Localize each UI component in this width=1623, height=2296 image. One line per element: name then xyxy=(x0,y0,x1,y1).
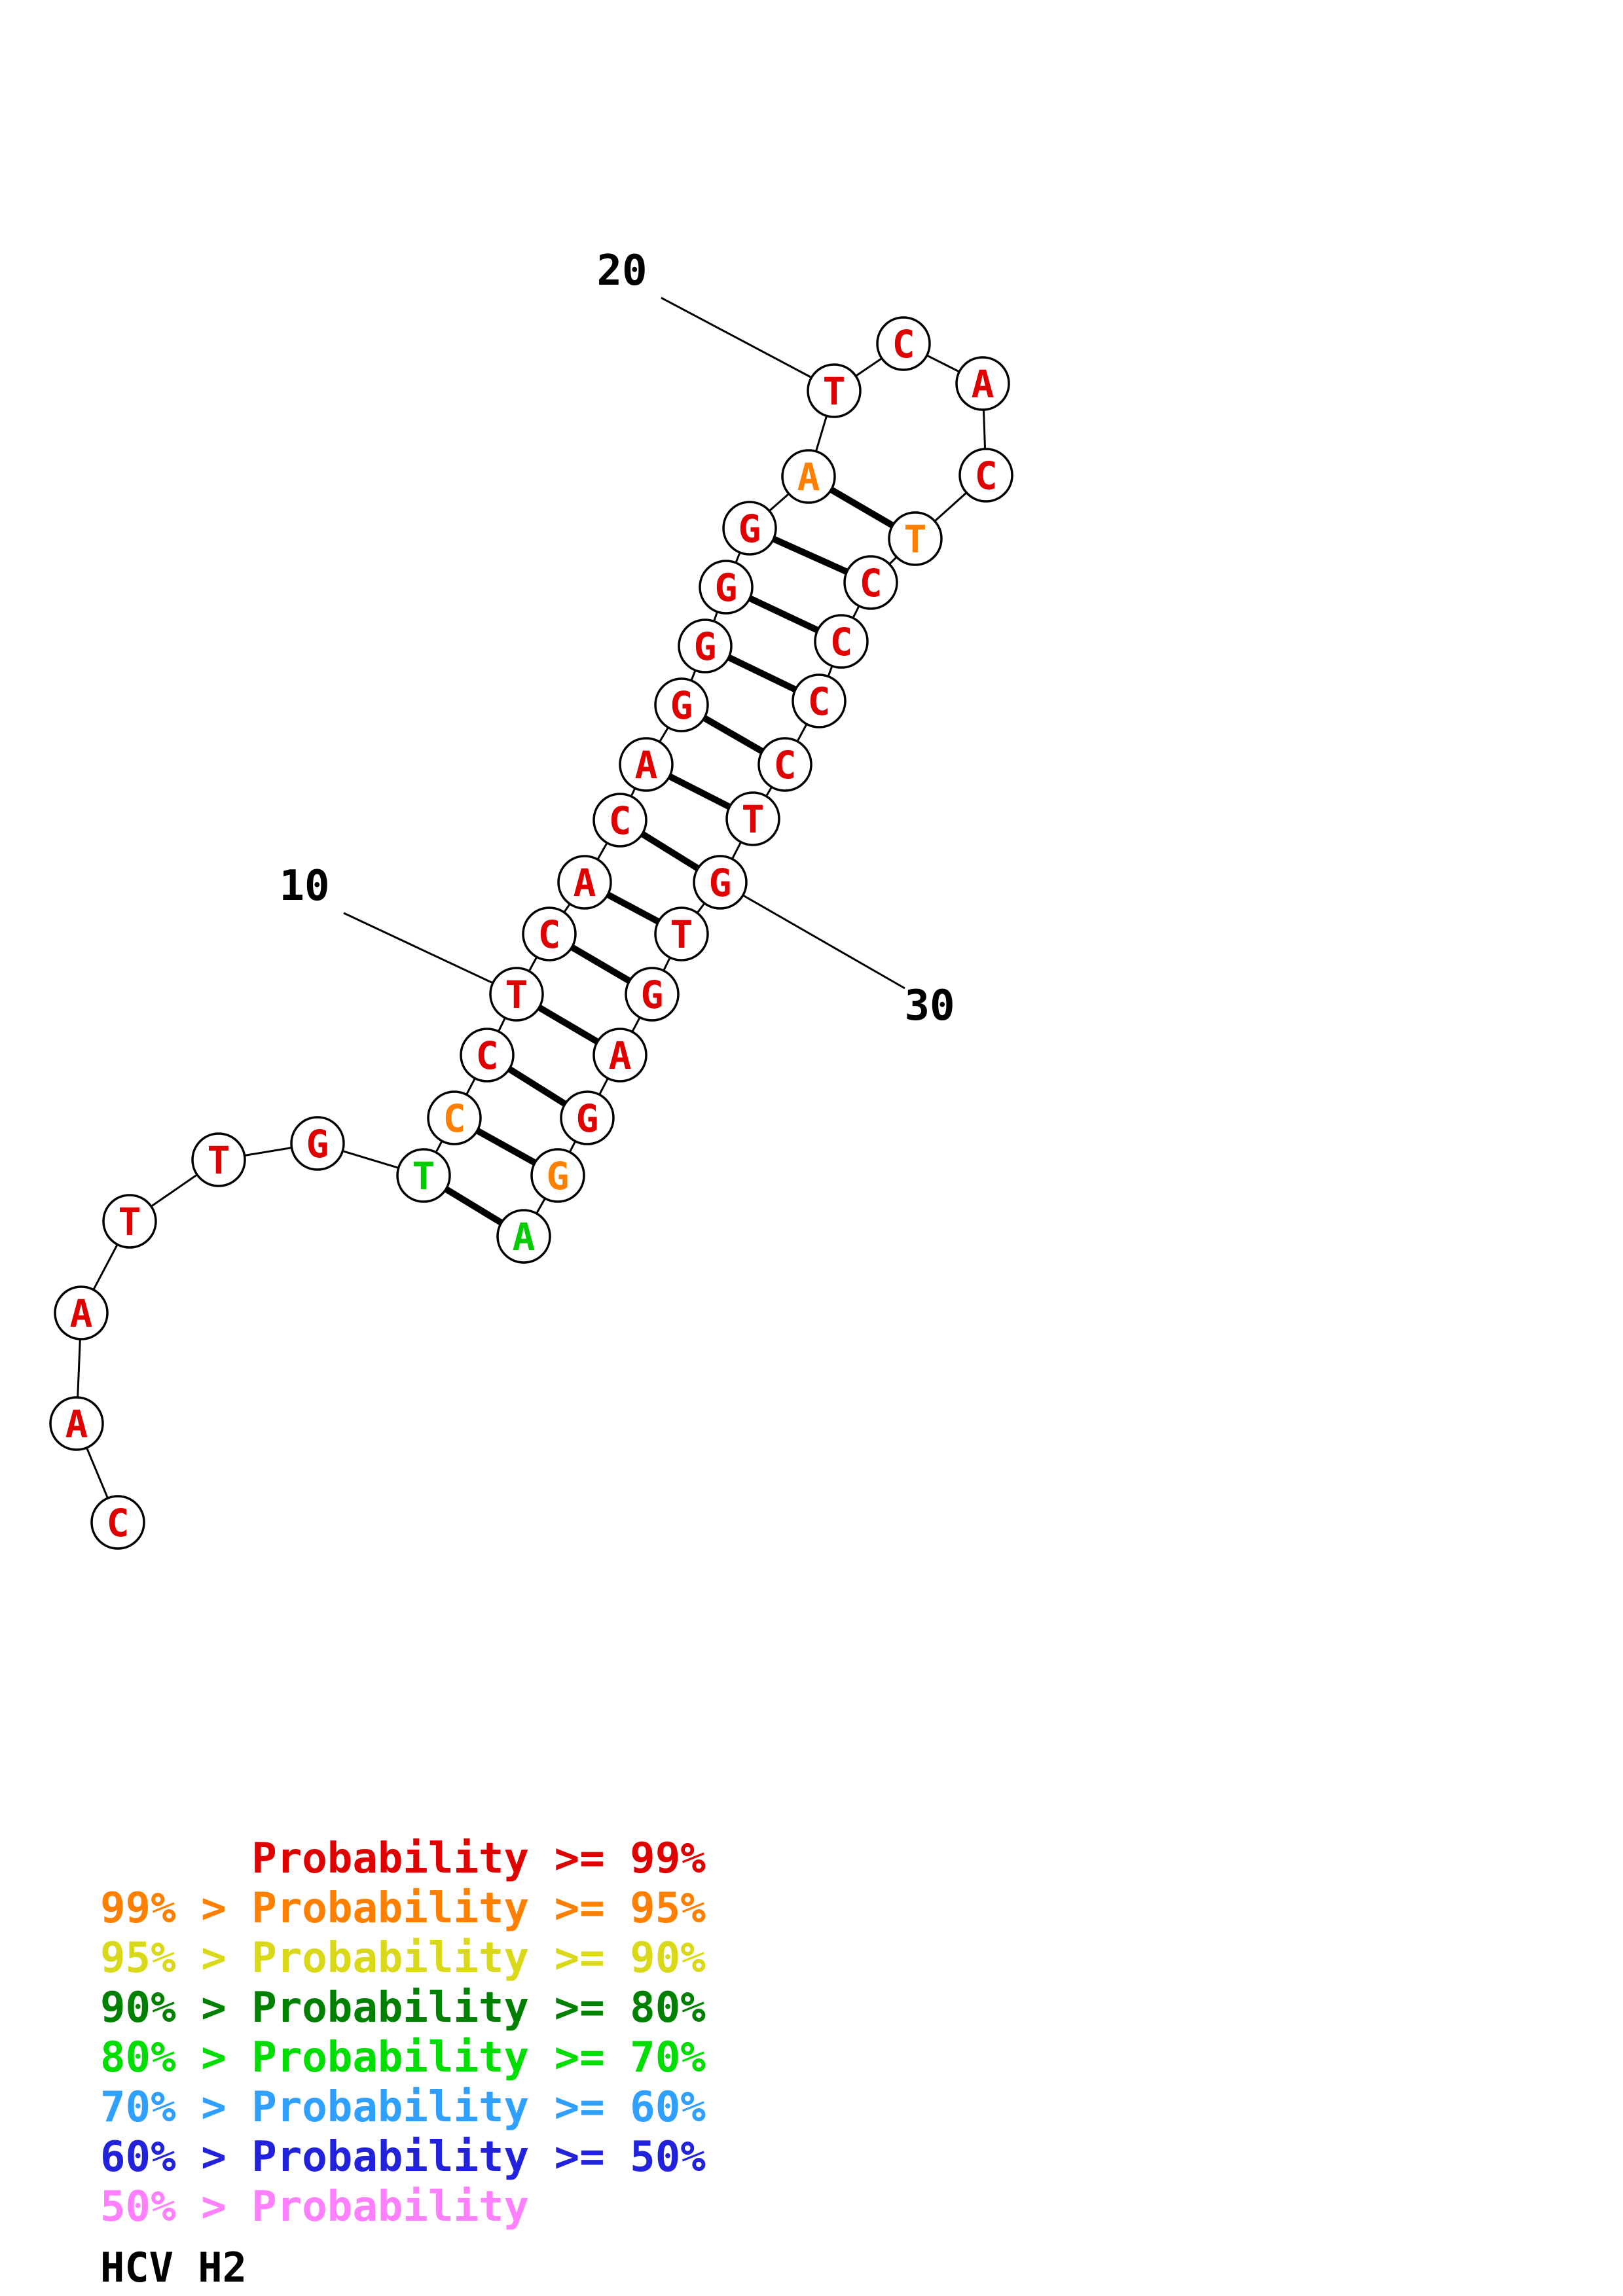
nucleotide-base: C xyxy=(830,620,853,664)
nucleotide-base: A xyxy=(972,362,994,406)
nucleotide-circle xyxy=(396,1148,451,1203)
plot-title: HCV H2 xyxy=(100,2244,247,2291)
nucleotide-circle xyxy=(814,614,869,669)
nucleotide-base: G xyxy=(670,683,693,728)
nucleotide-circle xyxy=(843,555,898,610)
nucleotide-circle xyxy=(90,1495,145,1550)
nucleotide-base: A xyxy=(70,1291,93,1336)
nucleotide-circle xyxy=(560,1090,615,1145)
legend-row: 99% > Probability >= 95% xyxy=(100,1884,706,1933)
legend-row: 95% > Probability >= 90% xyxy=(100,1934,706,1982)
nucleotide-circle xyxy=(807,363,862,418)
nucleotide-circle xyxy=(427,1090,482,1145)
nucleotide-base: G xyxy=(641,973,664,1017)
nucleotide-base: G xyxy=(739,507,761,551)
number-pointer-line xyxy=(661,296,811,378)
nucleotide-circle xyxy=(496,1209,551,1264)
nucleotide-base: C xyxy=(860,561,883,605)
nucleotide-base: A xyxy=(513,1215,536,1259)
nucleotide-circle xyxy=(54,1285,109,1340)
nucleotide-base: C xyxy=(975,454,998,498)
nucleotide-base: C xyxy=(774,743,797,787)
nucleotide-circle xyxy=(49,1396,104,1451)
nucleotide-circle xyxy=(619,737,674,792)
number-pointer-line xyxy=(343,912,494,984)
nucleotide-base: G xyxy=(547,1154,570,1198)
nucleotide-circle xyxy=(955,356,1010,411)
nucleotide-circle xyxy=(722,501,777,556)
nucleotide-circle xyxy=(290,1116,345,1171)
number-label: 20 xyxy=(596,247,647,295)
nucleotide-base: C xyxy=(107,1501,130,1545)
nucleotide-circle xyxy=(693,855,748,910)
nucleotide-base: T xyxy=(742,797,765,842)
nucleotide-circle xyxy=(102,1194,157,1249)
nucleotide-circle xyxy=(557,855,612,910)
number-label: 30 xyxy=(904,982,955,1030)
nucleotide-circle xyxy=(678,619,733,673)
nucleotide-circle xyxy=(593,793,647,848)
nucleotide-base: T xyxy=(119,1200,141,1244)
nucleotide-circle xyxy=(654,906,709,961)
number-label: 10 xyxy=(279,862,329,910)
legend-row: 80% > Probability >= 70% xyxy=(100,2034,706,2082)
nucleotide-circle xyxy=(530,1148,585,1203)
nucleotide-circle xyxy=(792,673,847,728)
nucleotide-circle xyxy=(625,967,680,1022)
nucleotide-base: C xyxy=(808,679,831,724)
nucleotide-base: A xyxy=(797,455,820,499)
nucleotide-base: G xyxy=(306,1122,329,1166)
legend-row: 90% > Probability >= 80% xyxy=(100,1984,706,2032)
nucleotide-base: C xyxy=(609,798,632,843)
legend-row: 70% > Probability >= 60% xyxy=(100,2083,706,2132)
nucleotide-circle xyxy=(781,449,836,504)
nucleotide-base: C xyxy=(892,322,915,367)
nucleotide-base: G xyxy=(576,1096,599,1141)
nucleotide-base: A xyxy=(635,743,658,787)
nucleotide-base: C xyxy=(476,1033,499,1078)
legend-row: 60% > Probability >= 50% xyxy=(100,2133,706,2181)
nucleotide-base: T xyxy=(208,1138,230,1183)
nucleotide-base: T xyxy=(823,369,846,414)
nucleotide-base: C xyxy=(538,912,561,957)
nucleotide-circle xyxy=(699,560,754,615)
nucleotide-circle xyxy=(460,1028,515,1083)
nucleotide-base: A xyxy=(574,861,596,905)
nucleotide-base: T xyxy=(505,973,528,1017)
nucleotide-base: G xyxy=(694,624,717,669)
nucleotide-circle xyxy=(757,737,812,792)
nucleotide-circle xyxy=(654,677,709,732)
nucleotide-circle xyxy=(876,316,931,371)
nucleotide-circle xyxy=(522,906,577,961)
probability-legend: Probability >= 99% 99% > Probability >= … xyxy=(100,1834,706,2232)
nucleotide-base: A xyxy=(65,1402,88,1446)
legend-row: Probability >= 99% xyxy=(100,1835,706,1883)
nucleotide-circle xyxy=(958,448,1013,503)
nucleotide-circle xyxy=(191,1132,246,1187)
nucleotide-base: G xyxy=(709,861,732,905)
nucleotide-base: A xyxy=(609,1033,632,1078)
nucleotide-circle xyxy=(725,791,780,846)
nucleotide-base: T xyxy=(904,517,927,562)
nucleotide-circle xyxy=(593,1028,647,1083)
nucleotide-circle xyxy=(489,967,544,1022)
nucleotide-circle xyxy=(888,511,943,566)
nucleotide-base: T xyxy=(670,912,693,957)
legend-row: 50% > Probability xyxy=(100,2183,530,2231)
number-pointer-line xyxy=(742,894,905,990)
nucleotide-base: T xyxy=(412,1154,435,1198)
nucleotide-base: G xyxy=(715,565,738,610)
nucleotide-base: C xyxy=(443,1096,466,1141)
